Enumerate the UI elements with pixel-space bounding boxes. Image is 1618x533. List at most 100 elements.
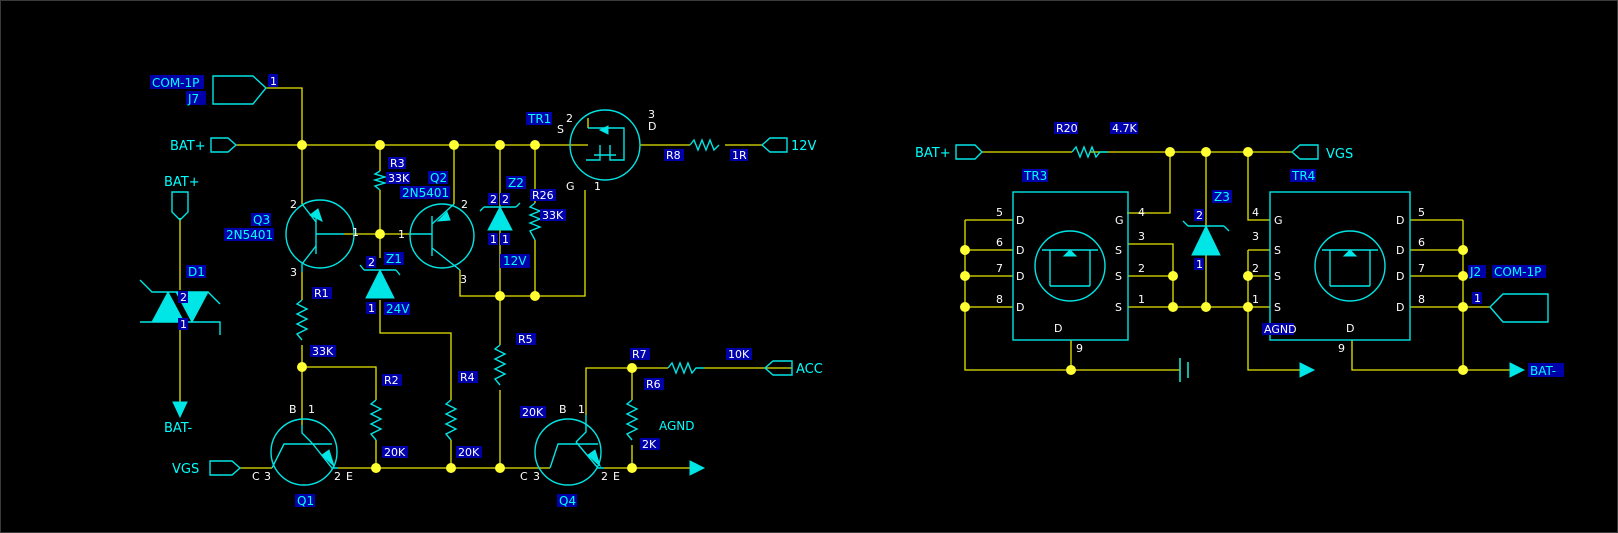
resistor-ref-r1: R1: [314, 287, 329, 300]
resistor-r1[interactable]: R1 33K: [295, 287, 336, 358]
tr3-left-pin-0: 5: [996, 206, 1003, 219]
pin-name-g: G: [566, 180, 575, 193]
resistor-ref-r6: R6: [646, 378, 661, 391]
transistor-q1[interactable]: B 1 C 3 2 E Q1: [252, 403, 353, 508]
resistor-ref-r3: R3: [390, 157, 405, 170]
mosfet-ref-tr4: TR4: [1291, 169, 1315, 183]
connector-ref-j2: J2: [1469, 265, 1481, 279]
connector-j2[interactable]: J2 COM-1P 1: [1468, 265, 1549, 323]
port-bat-plus[interactable]: BAT+: [170, 137, 238, 154]
net-label-bat-plus: BAT+: [170, 139, 206, 154]
resistor-r2[interactable]: R2 20K: [369, 374, 408, 459]
transistor-ref-q4: Q4: [559, 494, 576, 508]
net-label-vgs: VGS: [172, 462, 199, 477]
mosfet-tr1[interactable]: TR1 S 2 D 3 G 1: [526, 108, 656, 193]
transistor-ref-q3: Q3: [253, 213, 270, 227]
pin-number: 2: [601, 470, 608, 483]
tr3-left-name-3: D: [1016, 301, 1024, 314]
zener-value-z2: 12V: [503, 254, 527, 268]
port-vgs-left[interactable]: VGS: [172, 460, 242, 477]
port-bat-plus-right[interactable]: BAT+: [915, 144, 983, 161]
net-label-acc: ACC: [796, 362, 823, 377]
resistor-value-r8: 1R: [732, 149, 747, 162]
tr4-right-name-2: D: [1396, 270, 1404, 283]
resistor-r8[interactable]: R8 1R: [664, 138, 748, 162]
pin-number: 1: [308, 403, 315, 416]
net-label-com1p-right: COM-1P: [1494, 265, 1541, 279]
tr4-left-name-3: S: [1274, 301, 1281, 314]
net-label-vgs-right: VGS: [1326, 147, 1353, 162]
pin-number: 1: [398, 228, 405, 241]
tr3-right-name-0: G: [1115, 214, 1124, 227]
zener-z2[interactable]: Z2 2 2 1 1 12V: [479, 176, 530, 268]
pin-number: 1: [1474, 292, 1481, 305]
net-label-12v: 12V: [791, 139, 817, 154]
net-label-agnd-right: AGND: [1264, 323, 1297, 336]
resistor-ref-r5: R5: [518, 333, 533, 346]
net-label-bat-plus-right: BAT+: [915, 146, 951, 161]
transistor-q4[interactable]: 20K B 1 C 3 2 E Q4: [520, 403, 620, 508]
tr4-right-pin-0: 5: [1418, 206, 1425, 219]
pin-number: 2: [180, 291, 187, 304]
pin-number: 1: [490, 233, 497, 246]
tr3-bottom-name: D: [1054, 322, 1062, 335]
pin-name-c: C: [252, 470, 260, 483]
transistor-ref-q1: Q1: [297, 494, 314, 508]
zener-z1[interactable]: Z1 24V 2 1: [359, 252, 410, 316]
diode-d1[interactable]: BAT+ BAT- D1 2 1: [139, 175, 221, 436]
connector-j7[interactable]: COM-1P J7 1: [150, 74, 278, 106]
port-vgs-right[interactable]: VGS: [1290, 144, 1353, 162]
resistor-r3[interactable]: R3 33K: [372, 157, 410, 191]
tr3-left-name-0: D: [1016, 214, 1024, 227]
resistor-value-r3: 33K: [388, 172, 410, 185]
net-label-agnd: AGND: [659, 419, 695, 433]
tr4-right-pin-3: 8: [1418, 293, 1425, 306]
pin-name-e: E: [613, 470, 620, 483]
zener-z3[interactable]: Z3 2 1: [1182, 190, 1232, 271]
port-acc[interactable]: ACC: [763, 360, 823, 377]
tr3-left-pin-2: 7: [996, 262, 1003, 275]
tr3-left-pin-3: 8: [996, 293, 1003, 306]
pin-number: 2: [334, 470, 341, 483]
net-label-bat-minus-right: BAT-: [1530, 364, 1556, 378]
pin-name-b: B: [559, 403, 567, 416]
pin-number: 3: [264, 470, 271, 483]
tr3-right-name-3: S: [1115, 301, 1122, 314]
tr4-left-pin-1: 3: [1252, 230, 1259, 243]
pin-number: 3: [533, 470, 540, 483]
resistor-r5[interactable]: R5: [493, 333, 536, 386]
resistor-r7[interactable]: R7 10K: [630, 348, 752, 375]
resistor-value-r6: 2K: [642, 438, 657, 451]
resistor-value-r4: 20K: [458, 446, 480, 459]
zener-ref-z1: Z1: [386, 252, 402, 266]
tr4-left-name-1: S: [1274, 244, 1281, 257]
resistor-r26[interactable]: R26 33K: [528, 189, 566, 241]
pin-number: 2: [566, 112, 573, 125]
mosfet-tr3[interactable]: TR3 D D D D 5 6 7 8 G S S S 4 3 2 1 D 9: [996, 169, 1145, 355]
tr3-right-pin-1: 3: [1138, 230, 1145, 243]
resistor-r4[interactable]: R4 20K: [444, 371, 482, 459]
pin-number: 3: [290, 266, 297, 279]
tr3-right-name-1: S: [1115, 244, 1122, 257]
zener-ref-z2: Z2: [508, 176, 524, 190]
pin-name-c: C: [520, 470, 528, 483]
pin-number: 2: [1196, 209, 1203, 222]
transistor-ref-q2: Q2: [430, 171, 447, 185]
resistor-ref-r20: R20: [1056, 122, 1078, 135]
ground-arrow-bat-minus: BAT-: [1509, 362, 1564, 378]
tr3-left-name-1: D: [1016, 244, 1024, 257]
pin-number: 2: [461, 198, 468, 211]
transistor-q3[interactable]: Q3 2N5401 2 1 3: [224, 198, 359, 279]
net-label-com1p: COM-1P: [152, 76, 199, 90]
mosfet-tr4[interactable]: TR4 G S S S 4 3 2 1 D D D D 5 6 7 8 D 9 …: [1252, 169, 1425, 355]
transistor-q2[interactable]: Q2 2N5401 2 1 3: [398, 171, 475, 286]
transistor-part-q3: 2N5401: [226, 228, 273, 242]
resistor-r20[interactable]: R20 4.7K: [1054, 122, 1138, 159]
zener-ref-z3: Z3: [1214, 190, 1230, 204]
ground-symbol: [1179, 358, 1189, 382]
pin-number: 1: [502, 233, 509, 246]
resistor-r6[interactable]: R6 2K: [625, 378, 664, 451]
mosfet-ref-tr3: TR3: [1023, 169, 1047, 183]
port-12v[interactable]: 12V: [760, 137, 817, 154]
